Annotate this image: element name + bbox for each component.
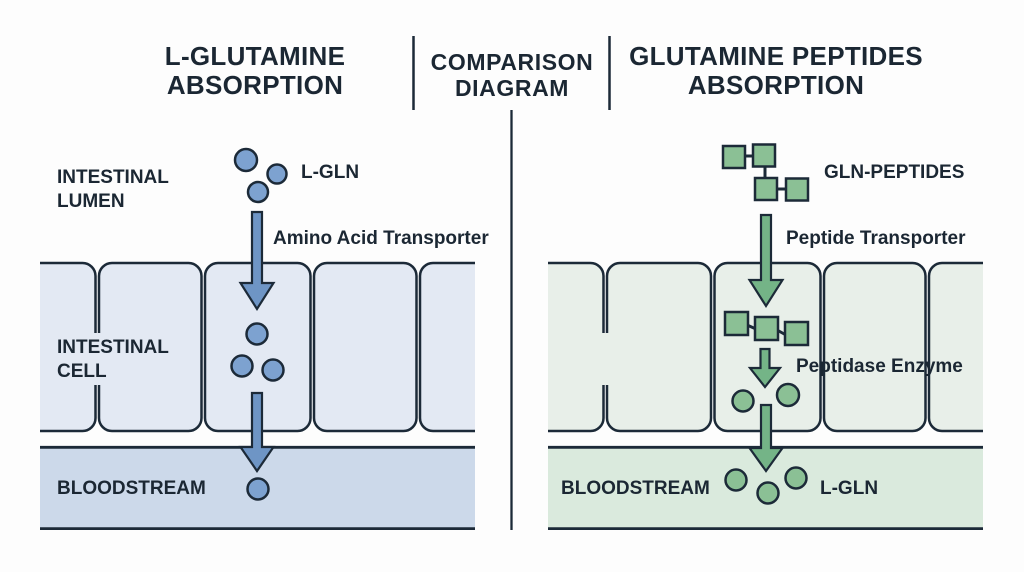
peptide-unit-icon: [753, 176, 779, 202]
peptidase-enzyme-label: Peptidase Enzyme: [796, 356, 963, 377]
center-title: COMPARISON DIAGRAM: [420, 49, 604, 101]
lgln-molecules-lumen: [233, 147, 288, 204]
amino-acid-transporter-label: Amino Acid Transporter: [273, 228, 489, 249]
lgln-molecule-icon: [245, 322, 269, 346]
peptide-transporter-arrow-icon: [747, 213, 785, 309]
right-intestinal-cell-band: [548, 261, 983, 433]
peptide-unit-icon: [784, 177, 810, 202]
intestinal-cell-shape: [548, 261, 605, 433]
cell-to-blood-arrow-icon: [238, 391, 276, 473]
cell-to-blood-arrow-icon: [747, 403, 785, 473]
lgln-molecule-icon: [246, 180, 270, 204]
peptide-unit-icon: [751, 143, 777, 168]
left-title-line2: ABSORPTION: [166, 70, 344, 100]
intestinal-cell-shape: [605, 261, 713, 433]
left-title-line1: L-GLUTAMINE: [164, 41, 346, 71]
intestinal-cell-shape: [418, 261, 475, 433]
lumen-label-line1: INTESTINAL: [57, 167, 169, 188]
lgln-molecule-icon: [230, 354, 254, 378]
lgln-molecule-icon: [261, 358, 285, 382]
peptide-unit-icon: [783, 320, 810, 347]
peptide-unit-icon: [721, 144, 747, 170]
lgln-molecule-icon: [756, 481, 780, 505]
lumen-label-line2: LUMEN: [57, 191, 125, 212]
left-panel-title: L-GLUTAMINE ABSORPTION: [85, 42, 425, 100]
right-bloodstream-label: BLOODSTREAM: [561, 478, 710, 499]
lgln-molecules-cell-right: [731, 382, 801, 413]
peptidase-enzyme-arrow-icon: [747, 347, 783, 389]
lgln-label: L-GLN: [301, 162, 360, 183]
tight-junction-gap: [599, 333, 611, 385]
lgln-molecule-icon: [233, 147, 259, 173]
tight-junction-gap: [92, 333, 104, 385]
cell-label-line1: INTESTINAL: [57, 337, 169, 358]
right-panel-title: GLUTAMINE PEPTIDES ABSORPTION: [606, 42, 946, 100]
peptide-unit-icon: [723, 310, 750, 337]
peptide-transporter-label: Peptide Transporter: [786, 228, 966, 249]
intestinal-cell-shape: [822, 261, 927, 433]
lgln-molecule-icon: [775, 382, 801, 408]
intestinal-cell-label: INTESTINAL CELL: [57, 336, 169, 384]
gln-peptide-chain-cell: [723, 310, 810, 347]
amino-acid-transporter-arrow-icon: [238, 210, 276, 312]
peptide-unit-icon: [753, 315, 780, 342]
lgln-molecule-icon: [731, 389, 755, 413]
lgln-molecule-icon: [784, 466, 808, 490]
center-title-line1: COMPARISON: [430, 49, 594, 75]
right-title-line2: ABSORPTION: [687, 70, 865, 100]
center-title-line2: DIAGRAM: [454, 75, 570, 101]
lgln-molecule-icon: [266, 163, 288, 185]
intestinal-cell-shape: [312, 261, 418, 433]
lgln-molecules-cell: [230, 322, 285, 382]
intestinal-lumen-label: INTESTINAL LUMEN: [57, 166, 169, 214]
gln-peptide-chain-lumen: [721, 143, 810, 202]
lgln-molecule-icon: [246, 477, 270, 501]
cell-label-line2: CELL: [57, 361, 107, 382]
lgln-molecule-icon: [724, 468, 748, 492]
intestinal-cell-shape: [927, 261, 983, 433]
right-lgln-label: L-GLN: [820, 478, 879, 499]
lgln-molecules-blood-right: [724, 466, 808, 505]
right-title-line1: GLUTAMINE PEPTIDES: [629, 41, 923, 71]
left-bloodstream-label: BLOODSTREAM: [57, 478, 206, 499]
gln-peptides-label: GLN-PEPTIDES: [824, 162, 965, 183]
